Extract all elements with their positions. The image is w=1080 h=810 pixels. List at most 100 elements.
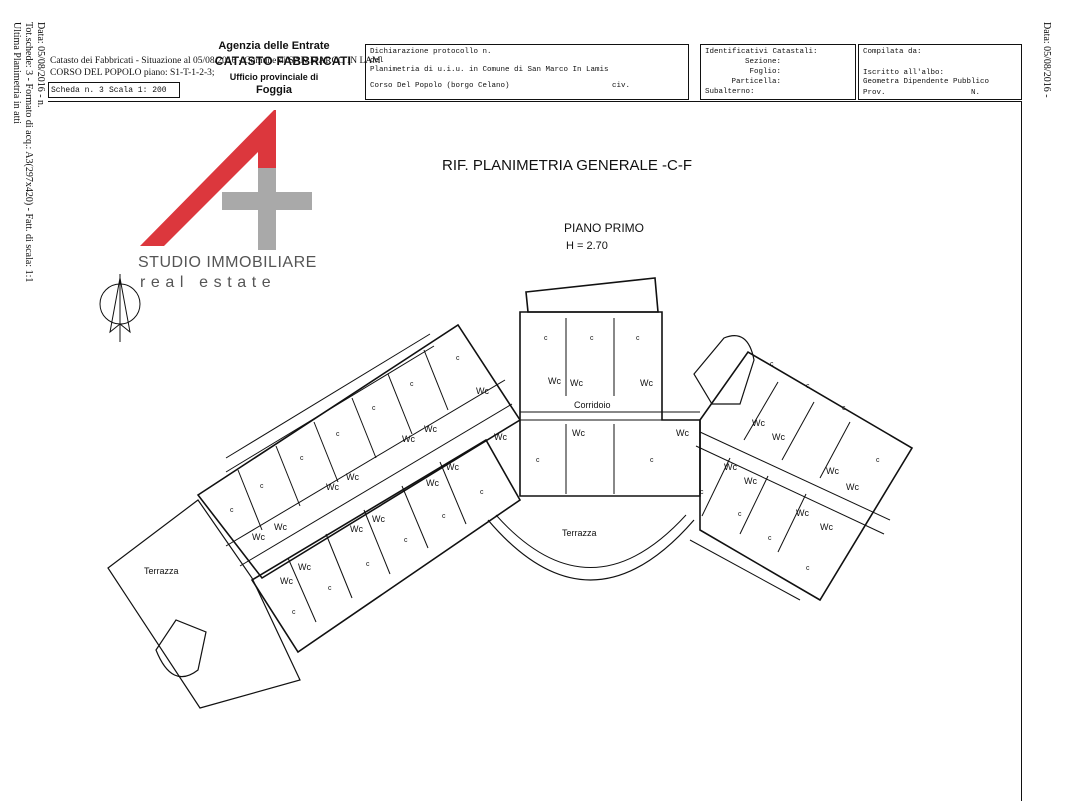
left-corridor-line <box>225 379 506 547</box>
partition <box>781 401 815 461</box>
partition <box>363 509 391 575</box>
sheet-frame <box>48 101 1022 801</box>
label-wc: Wc <box>796 508 809 518</box>
label-wc: Wc <box>572 428 585 438</box>
dichiarazione-box: Dichiarazione protocollo n. del Planimet… <box>365 44 689 100</box>
central-terrace-arc-inner <box>495 514 687 568</box>
partition <box>819 421 851 479</box>
corso-line: Corso Del Popolo (borgo Celano) <box>370 82 510 90</box>
label-wc: Wc <box>274 522 287 532</box>
label-c: c <box>650 457 654 464</box>
logo-a-mark-icon <box>140 110 312 250</box>
label-wc: Wc <box>326 482 339 492</box>
label-wc: Wc <box>446 462 459 472</box>
id-subalterno: Subalterno: <box>705 88 755 96</box>
label-c: c <box>366 561 370 568</box>
label-c: c <box>590 335 594 342</box>
partition <box>313 421 339 483</box>
right-corridor-line <box>699 431 891 521</box>
scale-ratio: Scala 1: 200 <box>109 86 167 95</box>
id-sezione: Sezione: <box>744 58 781 66</box>
label-c: c <box>738 511 742 518</box>
partition <box>423 349 449 411</box>
label-c: c <box>336 431 340 438</box>
office-city: Foggia <box>255 84 293 96</box>
label-wc: Wc <box>752 418 765 428</box>
label-wc: Wc <box>772 432 785 442</box>
label-c: c <box>876 457 880 464</box>
label-c: c <box>456 355 460 362</box>
logo-a-red-shape <box>140 110 276 250</box>
id-foglio: Foglio: <box>749 68 781 76</box>
office-label: Ufficio provinciale di <box>229 72 319 82</box>
label-c: c <box>260 483 264 490</box>
label-wc: Wc <box>424 424 437 434</box>
label-terrazza-central: Terrazza <box>562 528 597 538</box>
label-wc: Wc <box>476 386 489 396</box>
label-c: c <box>404 537 408 544</box>
catasto-situazione-line: Catasto dei Fabbricati - Situazione al 0… <box>50 56 380 66</box>
label-wc: Wc <box>724 462 737 472</box>
label-wc: Wc <box>744 476 757 486</box>
plan-outline <box>107 277 914 709</box>
label-c: c <box>300 455 304 462</box>
partition <box>351 397 377 459</box>
dichiarazione-fields: del <box>370 57 384 65</box>
left-balcony-edge <box>225 333 431 459</box>
label-c: c <box>768 535 772 542</box>
label-c: c <box>700 489 704 496</box>
left-stairwell <box>155 619 207 678</box>
logo-plus-vertical <box>258 168 276 250</box>
label-c: c <box>842 405 846 412</box>
identificativi-box: Identificativi Catastali: Sezione: Fogli… <box>700 44 856 100</box>
compilata-title: Compilata da: <box>863 48 922 56</box>
label-c: c <box>292 609 296 616</box>
label-c: c <box>480 489 484 496</box>
floor-height: H = 2.70 <box>566 240 608 252</box>
label-wc: Wc <box>676 428 689 438</box>
label-c: c <box>372 405 376 412</box>
label-terrazza-left: Terrazza <box>144 566 179 576</box>
partition <box>743 381 779 441</box>
label-c: c <box>544 335 548 342</box>
label-corridoio: Corridoio <box>574 400 611 410</box>
label-wc: Wc <box>640 378 653 388</box>
label-wc: Wc <box>280 576 293 586</box>
label-c: c <box>636 335 640 342</box>
label-c: c <box>770 361 774 368</box>
label-c: c <box>410 381 414 388</box>
label-wc: Wc <box>346 472 359 482</box>
left-balcony-edge-2 <box>225 345 435 473</box>
north-pointer <box>109 277 131 334</box>
partition <box>237 469 263 531</box>
central-top-balcony <box>525 277 659 313</box>
drawing-title: RIF. PLANIMETRIA GENERALE -C-F <box>442 157 693 174</box>
label-wc: Wc <box>298 562 311 572</box>
id-particella: Particella: <box>731 78 781 86</box>
label-wc: Wc <box>570 378 583 388</box>
dichiarazione-title: Dichiarazione protocollo n. <box>370 48 492 56</box>
label-wc: Wc <box>252 532 265 542</box>
label-c: c <box>806 383 810 390</box>
logo-tagline: real estate <box>140 274 277 291</box>
central-terrace-arc <box>487 519 695 581</box>
compilata-box: Compilata da: Iscritto all'albo: Geometr… <box>858 44 1022 100</box>
partition <box>701 457 731 517</box>
room-partitions <box>237 318 851 623</box>
partition <box>439 461 467 525</box>
right-balcony-edge <box>689 539 801 601</box>
left-corridor-line-2 <box>239 403 513 567</box>
partition <box>325 533 353 599</box>
partition <box>287 557 317 623</box>
plan-labels: Corridoio Terrazza Terrazza Wc Wc Wc Wc … <box>144 335 880 616</box>
left-wing-lower <box>250 438 522 654</box>
label-wc: Wc <box>846 482 859 492</box>
label-c: c <box>230 507 234 514</box>
catasto-fabbricati: CATASTO FABBRICATI <box>214 54 352 68</box>
label-c: c <box>536 457 540 464</box>
left-wing-outer <box>196 323 522 580</box>
right-corridor-line-2 <box>695 445 885 535</box>
compilata-prov: Prov. <box>863 89 886 97</box>
label-c: c <box>442 513 446 520</box>
